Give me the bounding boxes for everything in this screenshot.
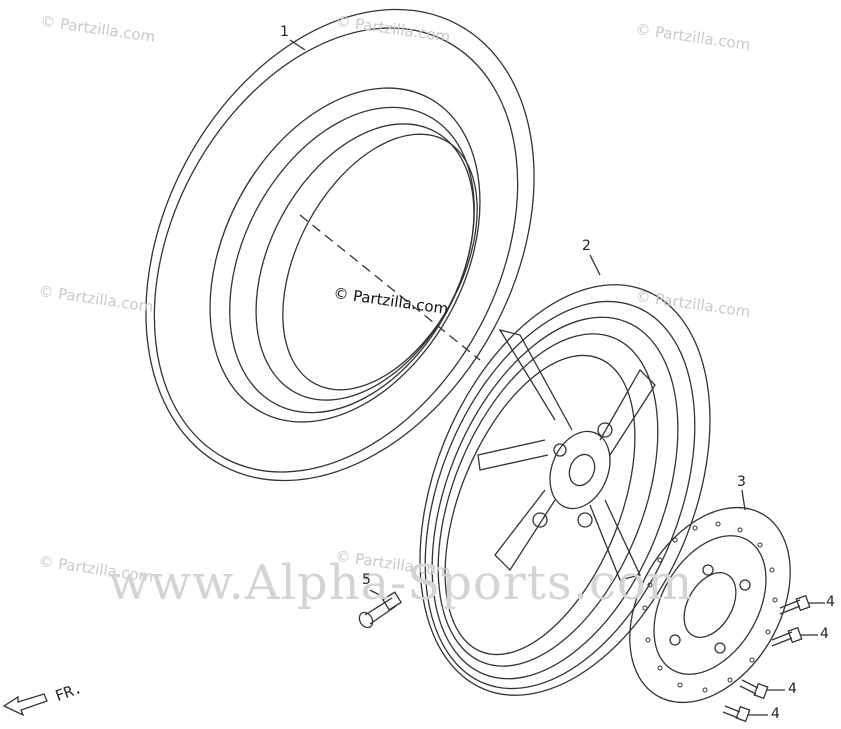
callout-bolt: 4 — [820, 626, 829, 642]
leader-tire — [289, 39, 306, 51]
leader-disc — [741, 489, 746, 511]
callout-wheel: 2 — [582, 238, 591, 254]
callout-bolt: 4 — [788, 681, 797, 697]
callout-valve: 5 — [362, 572, 371, 588]
disc-bolt — [771, 626, 803, 647]
callout-bolt: 4 — [771, 706, 780, 722]
disc-bolt — [722, 705, 751, 723]
callout-bolt: 4 — [826, 594, 835, 610]
front-direction-arrow-icon — [2, 693, 48, 717]
callout-brake-disc: 3 — [737, 474, 746, 490]
disc-bolt — [739, 679, 769, 700]
leader-wheel — [589, 254, 601, 276]
axis-line — [299, 214, 481, 361]
banner-watermark: www.Alpha-Sports.com — [108, 555, 694, 611]
valve-stem — [358, 591, 403, 629]
brake-disc — [629, 506, 791, 704]
disc-bolt — [779, 594, 811, 615]
tire — [145, 8, 535, 482]
leader-valve — [369, 589, 386, 599]
callout-tire: 1 — [280, 24, 289, 40]
